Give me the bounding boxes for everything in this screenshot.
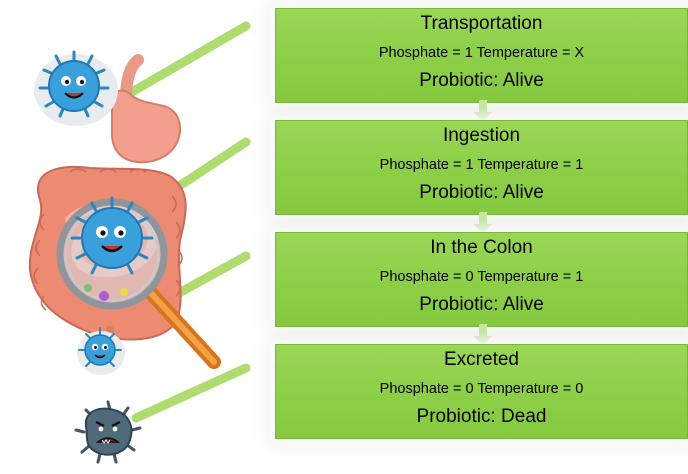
bacterium-alive-icon	[34, 52, 118, 126]
stage-status: Probiotic: Alive	[276, 181, 687, 205]
stage-condition: Phosphate = 1 Temperature = 1	[276, 156, 687, 174]
stage-condition: Phosphate = 0 Temperature = 1	[276, 268, 687, 286]
stage-box-in-the-colon: In the Colon Phosphate = 0 Temperature =…	[275, 232, 688, 327]
stage-box-transportation: Transportation Phosphate = 1 Temperature…	[275, 8, 688, 103]
stage-status: Probiotic: Alive	[276, 293, 687, 317]
stage-box-excreted: Excreted Phosphate = 0 Temperature = 0 P…	[275, 344, 688, 439]
down-arrow-icon	[474, 212, 492, 234]
stage-title: Transportation	[276, 12, 687, 36]
stage-status: Probiotic: Alive	[276, 69, 687, 93]
stage-condition: Phosphate = 0 Temperature = 0	[276, 380, 687, 398]
stage-box-ingestion: Ingestion Phosphate = 1 Temperature = 1 …	[275, 120, 688, 215]
stage-status: Probiotic: Dead	[276, 405, 687, 429]
stage-title: Excreted	[276, 348, 687, 372]
stage-title: Ingestion	[276, 124, 687, 148]
stage-condition: Phosphate = 1 Temperature = X	[276, 44, 687, 62]
stage-title: In the Colon	[276, 236, 687, 260]
down-arrow-icon	[474, 100, 492, 122]
bacterium-dead-icon	[76, 402, 140, 462]
down-arrow-icon	[474, 324, 492, 346]
